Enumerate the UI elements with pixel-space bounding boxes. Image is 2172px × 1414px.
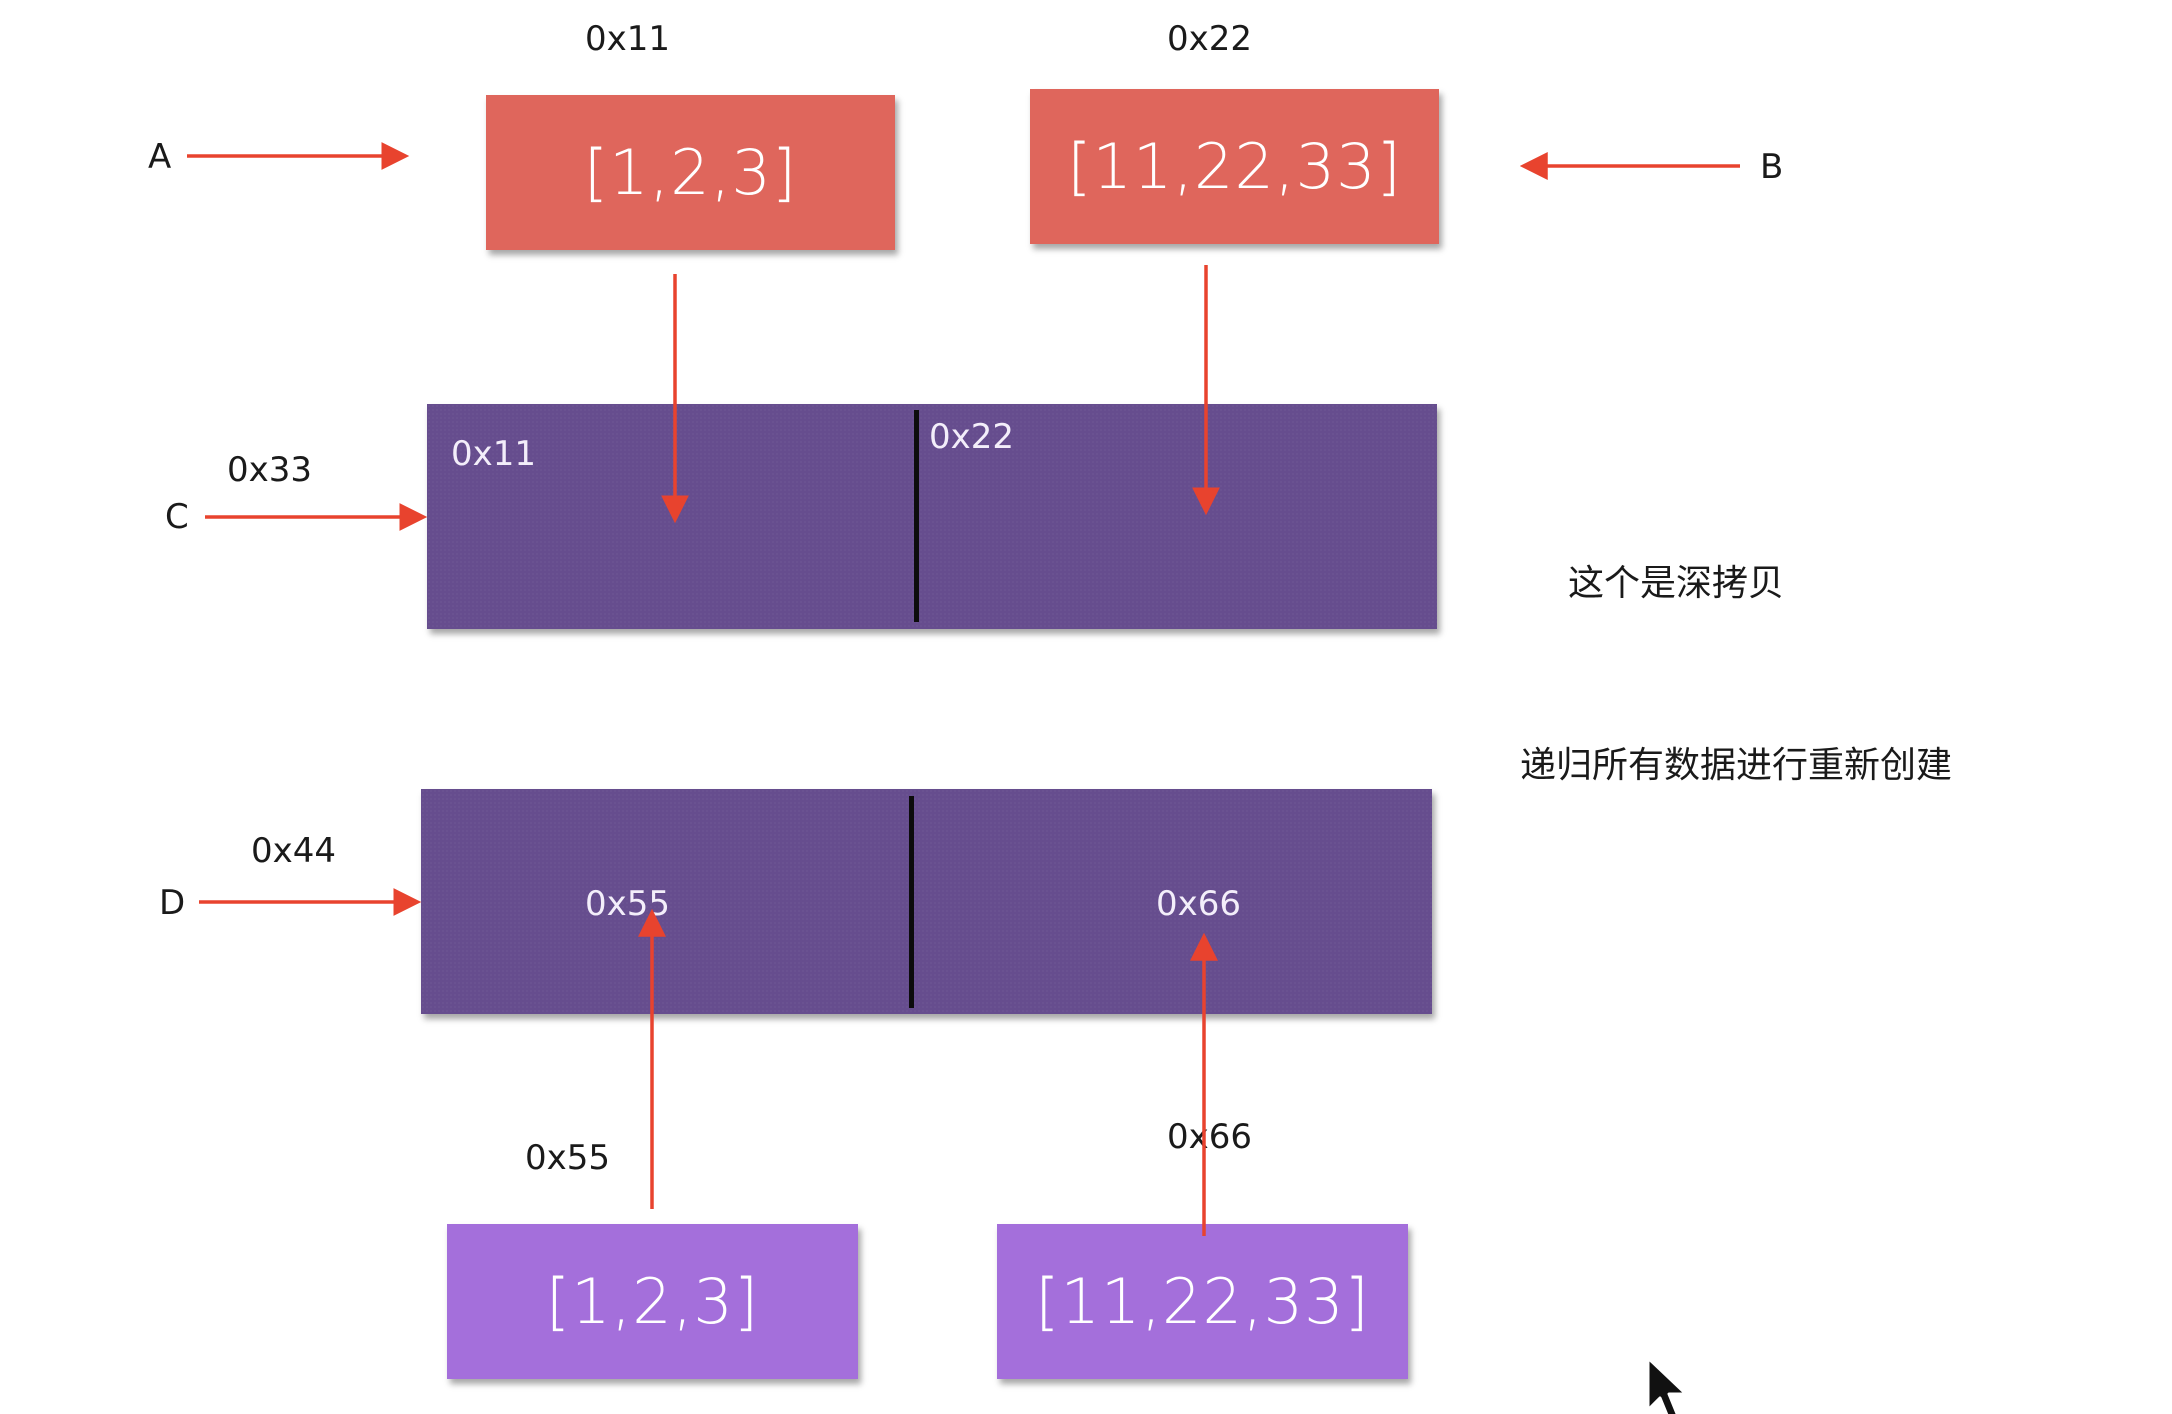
container-c-divider [914,410,919,622]
container-c-slot-right: 0x22 [929,417,1015,457]
source-list-box-2: [11,22,33] [1030,89,1439,244]
address-label-a: 0x11 [585,19,671,59]
copied-list-box-1: [1,2,3] [447,1224,858,1379]
address-label-d: 0x44 [251,831,337,871]
recursive-note: 递归所有数据进行重新创建 [1520,745,1953,786]
address-label-src1: 0x55 [525,1138,611,1178]
source-list-2-value: [11,22,33] [1067,130,1402,203]
address-label-b: 0x22 [1167,19,1253,59]
pointer-label-a: A [148,137,172,177]
copied-list-2-value: [11,22,33] [1035,1265,1370,1338]
mouse-pointer-icon [1646,1356,1688,1414]
copied-list-1-value: [1,2,3] [545,1265,760,1338]
container-c-slot-left: 0x11 [451,434,537,474]
source-list-1-value: [1,2,3] [583,136,798,209]
pointer-label-c: C [165,497,189,537]
source-list-box-1: [1,2,3] [486,95,895,250]
container-c: 0x11 0x22 [427,404,1437,629]
copied-list-box-2: [11,22,33] [997,1224,1408,1379]
pointer-label-b: B [1760,147,1784,187]
pointer-label-d: D [159,883,186,923]
address-label-c: 0x33 [227,450,313,490]
deep-copy-note: 这个是深拷贝 [1568,563,1785,604]
container-d-slot-right: 0x66 [1156,884,1242,924]
address-label-src2: 0x66 [1167,1117,1253,1157]
container-d-divider [909,796,914,1008]
container-d: 0x55 0x66 [421,789,1432,1014]
